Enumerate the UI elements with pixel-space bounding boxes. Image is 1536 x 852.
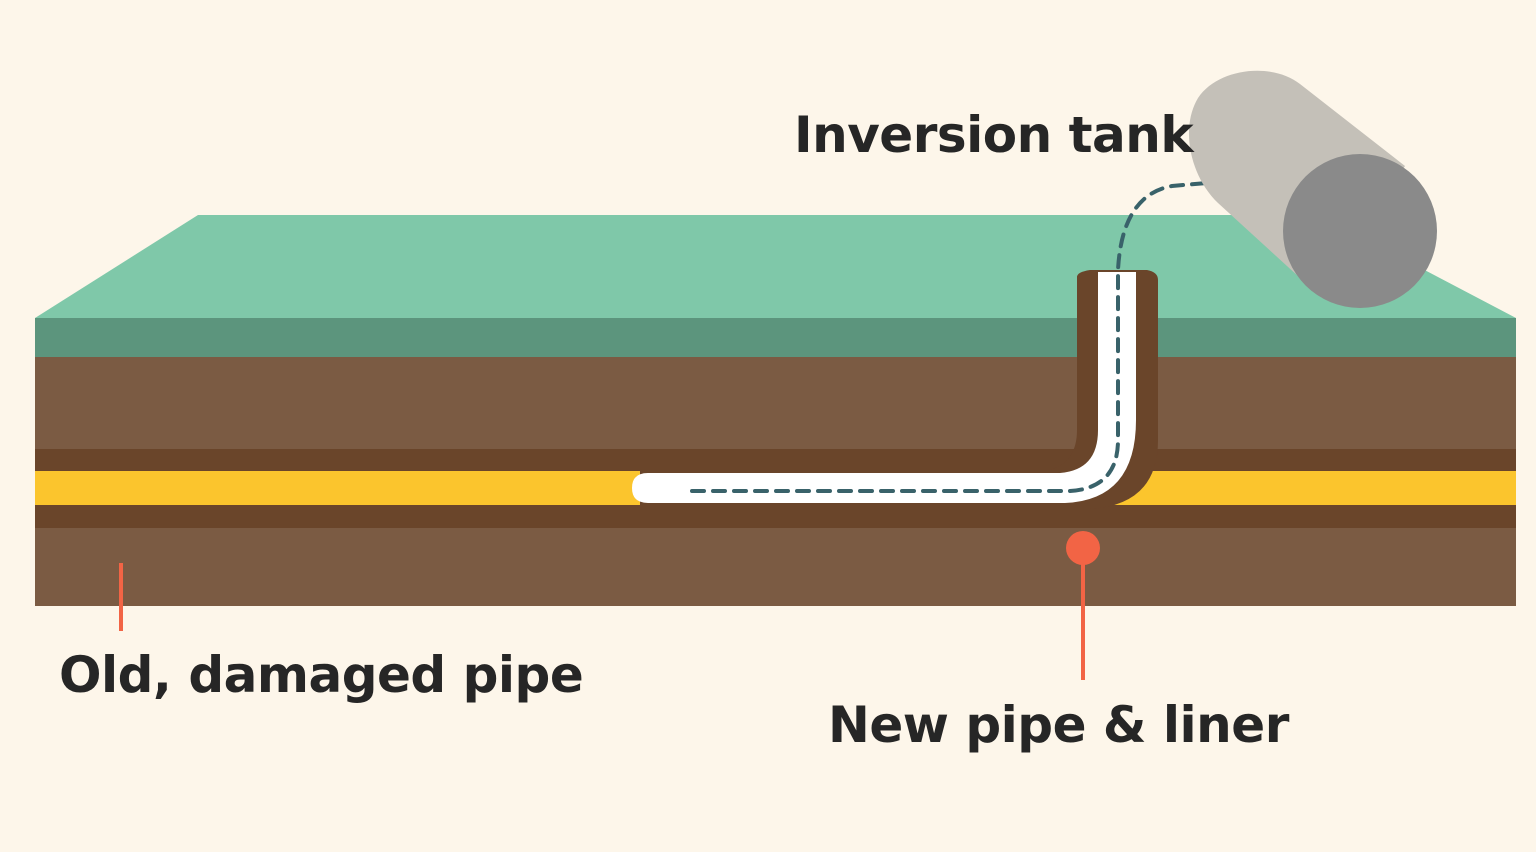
new-liner [632,272,1136,503]
new-pipe-label: New pipe & liner [828,696,1289,754]
grass-layer [35,318,1516,358]
old-pipe-bottom-wall [35,505,1516,528]
old-pipe-top-wall [35,449,1516,472]
inversion-tank-end [1283,154,1437,308]
old-pipe-label: Old, damaged pipe [59,646,584,704]
inversion-tank-label: Inversion tank [794,106,1194,164]
insertion-path [690,179,1232,493]
new-pipe-marker [1066,531,1100,565]
